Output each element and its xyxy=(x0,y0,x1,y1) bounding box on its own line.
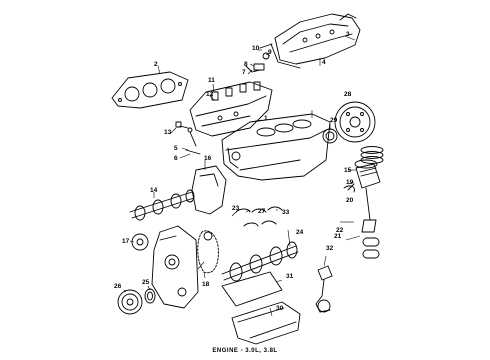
head-gasket xyxy=(111,71,189,109)
callout-20: 20 xyxy=(346,197,354,204)
oil-pan xyxy=(231,301,301,345)
callout-21: 21 xyxy=(334,233,342,240)
callout-8: 8 xyxy=(244,61,248,68)
callout-22: 22 xyxy=(336,227,344,234)
callout-31: 31 xyxy=(286,273,294,280)
engine-block xyxy=(221,113,331,181)
callout-23: 23 xyxy=(232,205,240,212)
callout-28: 28 xyxy=(344,91,352,98)
callout-29: 29 xyxy=(330,117,338,124)
callout-4: 4 xyxy=(322,59,326,66)
piston-assembly xyxy=(343,159,381,233)
callout-5: 5 xyxy=(174,145,178,152)
rocker-parts xyxy=(245,43,273,73)
callout-27: 27 xyxy=(258,208,266,215)
callout-25: 25 xyxy=(142,279,150,286)
diagram-caption: ENGINE - 3.0L, 3.8L xyxy=(212,348,278,354)
callout-32: 32 xyxy=(326,245,334,252)
callout-2: 2 xyxy=(154,61,158,68)
callout-18: 18 xyxy=(202,281,210,288)
callout-24: 24 xyxy=(296,229,304,236)
camshaft xyxy=(129,189,195,221)
callout-3: 3 xyxy=(346,31,350,38)
callout-10: 10 xyxy=(252,45,260,52)
main-bearings xyxy=(235,206,283,227)
cylinder-head xyxy=(189,81,273,137)
callout-9: 9 xyxy=(268,49,272,56)
callout-14: 14 xyxy=(150,187,158,194)
oil-pump-pickup xyxy=(315,265,333,313)
timing-chain xyxy=(197,230,219,274)
callout-26: 26 xyxy=(114,283,122,290)
callout-17: 17 xyxy=(122,238,130,245)
bearing-stack xyxy=(362,237,380,259)
valve-cover xyxy=(270,13,361,69)
callout-1: 1 xyxy=(264,115,268,122)
callout-30: 30 xyxy=(276,305,284,312)
valve-parts xyxy=(175,121,201,155)
flywheel xyxy=(334,101,376,143)
callout-7: 7 xyxy=(242,69,246,76)
callout-13: 13 xyxy=(164,129,172,136)
piston-rings xyxy=(360,146,384,164)
timing-gasket xyxy=(191,165,227,215)
callout-11: 11 xyxy=(208,77,215,84)
crankshaft xyxy=(221,241,299,282)
front-cover xyxy=(151,225,199,309)
callout-15: 15 xyxy=(344,167,352,174)
callout-19: 19 xyxy=(346,179,354,186)
callout-33: 33 xyxy=(282,209,290,216)
cam-sprocket xyxy=(131,233,149,251)
callout-16: 16 xyxy=(204,155,212,162)
callout-12: 12 xyxy=(206,91,214,98)
rear-seal xyxy=(322,128,338,144)
callout-6: 6 xyxy=(174,155,178,162)
callout-labels: 1234567891011121314151617181920212223242… xyxy=(114,31,354,312)
crank-seal xyxy=(144,288,156,304)
harmonic-balancer xyxy=(117,289,143,315)
oil-pan-gasket xyxy=(221,271,283,307)
